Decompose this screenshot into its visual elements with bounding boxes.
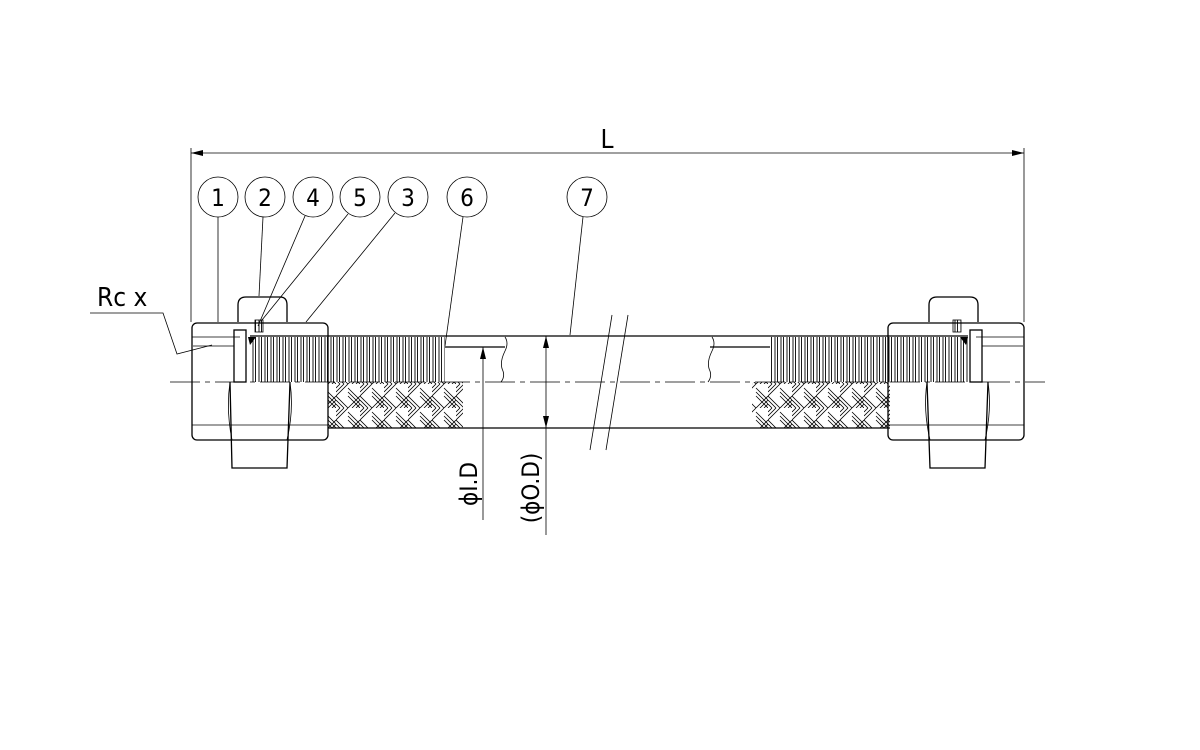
break-line (605, 314, 629, 451)
inner-diameter-label: ϕI.D (455, 462, 483, 506)
corrugated-tube-left (250, 337, 445, 382)
balloon-2: 2 (244, 176, 286, 297)
fitting-left (191, 296, 329, 469)
length-label: L (600, 125, 613, 155)
inner-diameter-dimension: ϕI.D (455, 347, 486, 520)
part-balloons: 1 2 4 5 3 6 7 (197, 176, 608, 347)
svg-text:3: 3 (401, 184, 415, 212)
fitting-right (887, 296, 1025, 469)
thread-callout: Rc x (90, 283, 213, 355)
corrugated-tube-right (770, 337, 968, 382)
svg-text:6: 6 (460, 184, 474, 212)
length-dimension: L (190, 125, 1025, 322)
svg-text:7: 7 (580, 184, 594, 212)
svg-text:1: 1 (211, 184, 225, 212)
svg-text:2: 2 (258, 184, 272, 212)
balloon-7: 7 (566, 176, 608, 336)
hose (250, 314, 968, 451)
balloon-1: 1 (197, 176, 239, 322)
braid-left (328, 382, 463, 428)
thread-label: Rc x (97, 283, 148, 313)
outer-diameter-label: (ϕO.D) (517, 453, 545, 524)
svg-text:5: 5 (353, 184, 367, 212)
outer-diameter-dimension: (ϕO.D) (517, 336, 549, 535)
balloon-3: 3 (305, 176, 429, 323)
braid-right (752, 382, 890, 428)
balloon-5: 5 (261, 176, 381, 321)
balloon-4: 4 (257, 176, 334, 327)
break-line (589, 314, 613, 451)
balloon-6: 6 (444, 176, 488, 347)
svg-text:4: 4 (306, 184, 320, 212)
